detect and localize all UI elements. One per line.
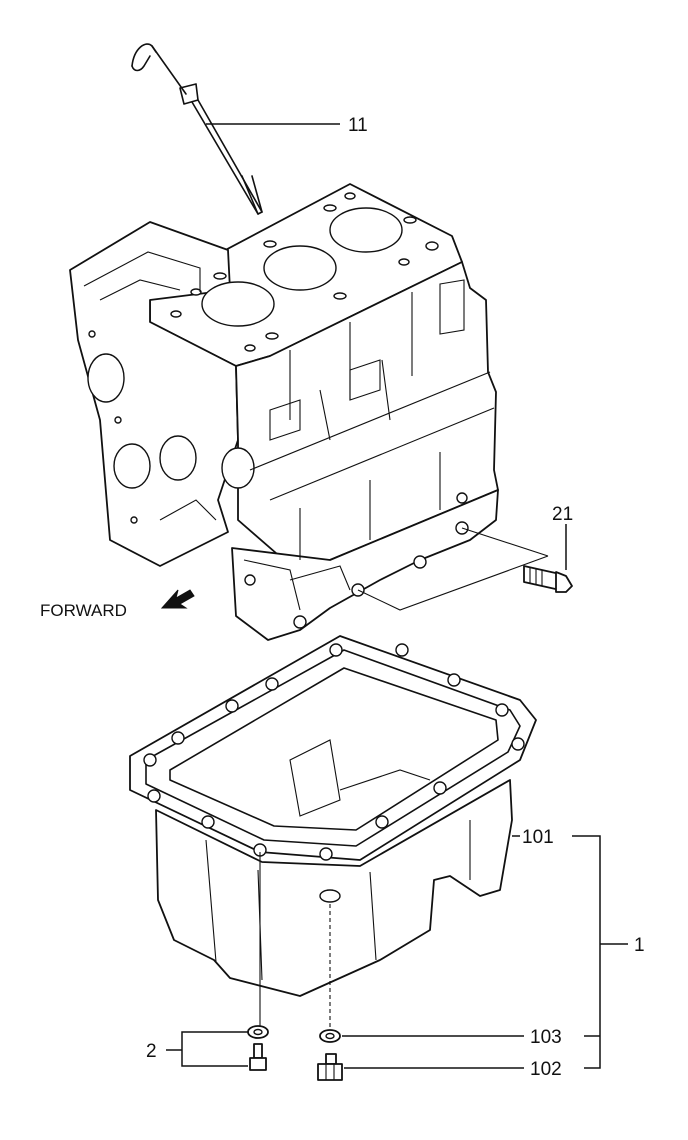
oil-pan[interactable] <box>129 635 537 997</box>
washer-left[interactable] <box>247 1025 269 1039</box>
label-101: 101 <box>522 827 554 848</box>
dipstick[interactable] <box>131 43 263 215</box>
bracket-1 <box>572 835 601 1069</box>
label-1: 1 <box>634 935 645 956</box>
drain-plug-102[interactable] <box>317 1053 343 1081</box>
washer-103[interactable] <box>319 1029 341 1043</box>
label-11: 11 <box>348 115 368 136</box>
leader-bolt-path <box>357 555 549 611</box>
leader-bolt-path-2 <box>461 527 549 557</box>
label-21: 21 <box>552 504 573 525</box>
forward-arrow-icon <box>160 589 195 609</box>
label-103: 103 <box>530 1027 562 1048</box>
bracket-2 <box>181 1031 248 1067</box>
cylinder-block[interactable] <box>69 183 499 641</box>
label-2: 2 <box>146 1041 157 1062</box>
bolt-21[interactable] <box>523 565 573 593</box>
bolt-left[interactable] <box>249 1043 267 1071</box>
forward-label: FORWARD <box>40 601 127 620</box>
label-102: 102 <box>530 1059 562 1080</box>
